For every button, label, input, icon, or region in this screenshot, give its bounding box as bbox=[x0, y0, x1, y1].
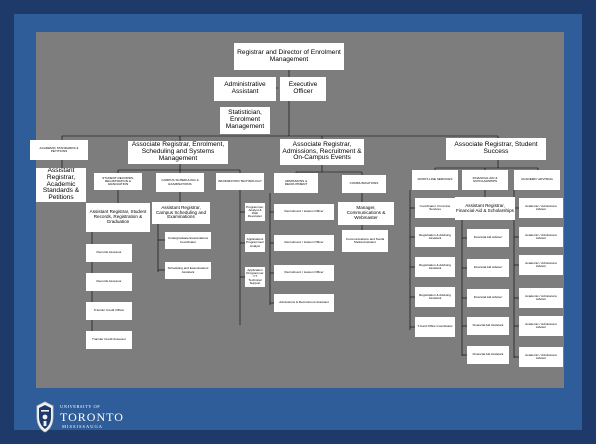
academic-advisor-1-box: Academic / Admissions Advisor bbox=[519, 198, 563, 218]
programmer-web-developer-box: Programmer, Analyst & Web Developer bbox=[245, 203, 265, 221]
logo-toronto: TORONTO bbox=[60, 410, 124, 424]
records-assessor-2-box: Records Assessor bbox=[86, 273, 132, 291]
student-records-header: STUDENT RECORDS, REGISTRATION & GRADUATI… bbox=[94, 173, 142, 190]
university-logo: UNIVERSITY OF TORONTO MISSISSAUGA bbox=[34, 400, 154, 438]
asst-registrar-financial-box: Assistant Registrar, Financial Aid & Sch… bbox=[455, 197, 515, 220]
logo-university-of: UNIVERSITY OF bbox=[60, 404, 101, 409]
scheduling-exam-assistant-box: Scheduling and Examinations Assistant bbox=[165, 262, 211, 279]
administrative-assistant-box: Administrative Assistant bbox=[214, 77, 276, 101]
assoc-registrar-student-success-box: Associate Registrar, Student Success bbox=[446, 138, 546, 160]
comms-manager-box: Manager, Communications & Webmaster bbox=[338, 202, 394, 225]
financial-aid-header: FINANCIAL AID & SCHOLARSHIPS bbox=[462, 170, 508, 190]
financial-aid-advisor-1-box: Financial Aid Advisor bbox=[467, 229, 509, 247]
reg-advising-3-box: Registration & Advising Assistant bbox=[415, 287, 455, 307]
reg-advising-1-box: Registration & Advising Assistant bbox=[415, 227, 455, 247]
information-technology-header: INFORMATION TECHNOLOGY bbox=[216, 173, 264, 190]
admissions-officer-box: Admissions & Recruitment Assistant bbox=[274, 294, 334, 312]
communications-header: COMMUNICATIONS bbox=[342, 175, 386, 193]
university-crest-icon bbox=[36, 401, 54, 433]
reg-advising-2-box: Registration & Advising Assistant bbox=[415, 257, 455, 277]
assoc-registrar-enrolment-box: Associate Registrar, Enrolment, Scheduli… bbox=[128, 141, 228, 164]
it-technical-support-box: Application Programmer / IT Technical Su… bbox=[245, 267, 265, 287]
academic-advising-header: ACADEMIC ADVISING bbox=[514, 170, 560, 190]
statistician-box: Statistician, Enrolment Management bbox=[220, 107, 270, 134]
executive-officer-box: Executive Officer bbox=[280, 77, 326, 101]
financial-aid-assistant-2-box: Financial Aid Assistant bbox=[467, 346, 509, 364]
tcard-coordinator-box: T-Card Office Coordinator bbox=[415, 317, 455, 337]
transfer-credit-assessor-box: Transfer Credit Assessor bbox=[86, 331, 132, 349]
front-line-header: FRONT-LINE SERVICES bbox=[412, 170, 458, 190]
academic-advisor-6-box: Academic / Admissions Advisor bbox=[519, 347, 563, 367]
transfer-credit-officer-box: Transfer Credit Officer bbox=[86, 302, 132, 320]
ug-exam-coordinator-box: Undergraduate Examinations Coordinator bbox=[165, 232, 211, 249]
applications-programmer-box: Applications Programmer/ Analyst bbox=[245, 234, 265, 252]
frontline-coordinator-box: Coordinator, Front-line Services bbox=[415, 198, 455, 218]
asst-registrar-academic-box: Assistant Registrar, Academic Standards … bbox=[36, 168, 86, 202]
asst-registrar-records-box: Assistant Registrar, Student Records, Re… bbox=[86, 203, 150, 232]
academic-advisor-2-box: Academic / Admissions Advisor bbox=[519, 227, 563, 247]
financial-aid-assistant-1-box: Financial Aid Assistant bbox=[467, 317, 509, 335]
recruitment-officer-3-box: Recruitment / Liaison Officer bbox=[274, 265, 334, 281]
logo-mississauga: MISSISSAUGA bbox=[62, 424, 104, 429]
financial-aid-advisor-2-box: Financial Aid Advisor bbox=[467, 259, 509, 277]
academic-advisor-3-box: Academic / Admissions Advisor bbox=[519, 255, 563, 275]
financial-aid-advisor-3-box: Financial Aid Advisor bbox=[467, 289, 509, 307]
assoc-registrar-admissions-box: Associate Registrar, Admissions, Recruit… bbox=[280, 139, 364, 165]
academic-advisor-5-box: Academic / Admissions Advisor bbox=[519, 316, 563, 336]
records-assessor-1-box: Records Assessor bbox=[86, 244, 132, 262]
academic-advisor-4-box: Academic / Admissions Advisor bbox=[519, 288, 563, 308]
comms-assistant-box: Communications and Social Media Assistan… bbox=[342, 230, 388, 252]
recruitment-officer-1-box: Recruitment / Liaison Officer bbox=[274, 204, 334, 220]
admissions-recruitment-header: ADMISSIONS & RECRUITMENT bbox=[274, 173, 318, 193]
recruitment-officer-2-box: Recruitment / Liaison Officer bbox=[274, 235, 334, 251]
academic-standards-header: ACADEMIC STANDARDS & PETITIONS bbox=[30, 140, 88, 160]
asst-registrar-campus-box: Assistant Registrar, Campus Scheduling a… bbox=[152, 202, 210, 224]
registrar-box: Registrar and Director of Enrolment Mana… bbox=[234, 43, 344, 70]
campus-scheduling-header: CAMPUS SCHEDULING & EXAMINATIONS bbox=[156, 173, 204, 192]
